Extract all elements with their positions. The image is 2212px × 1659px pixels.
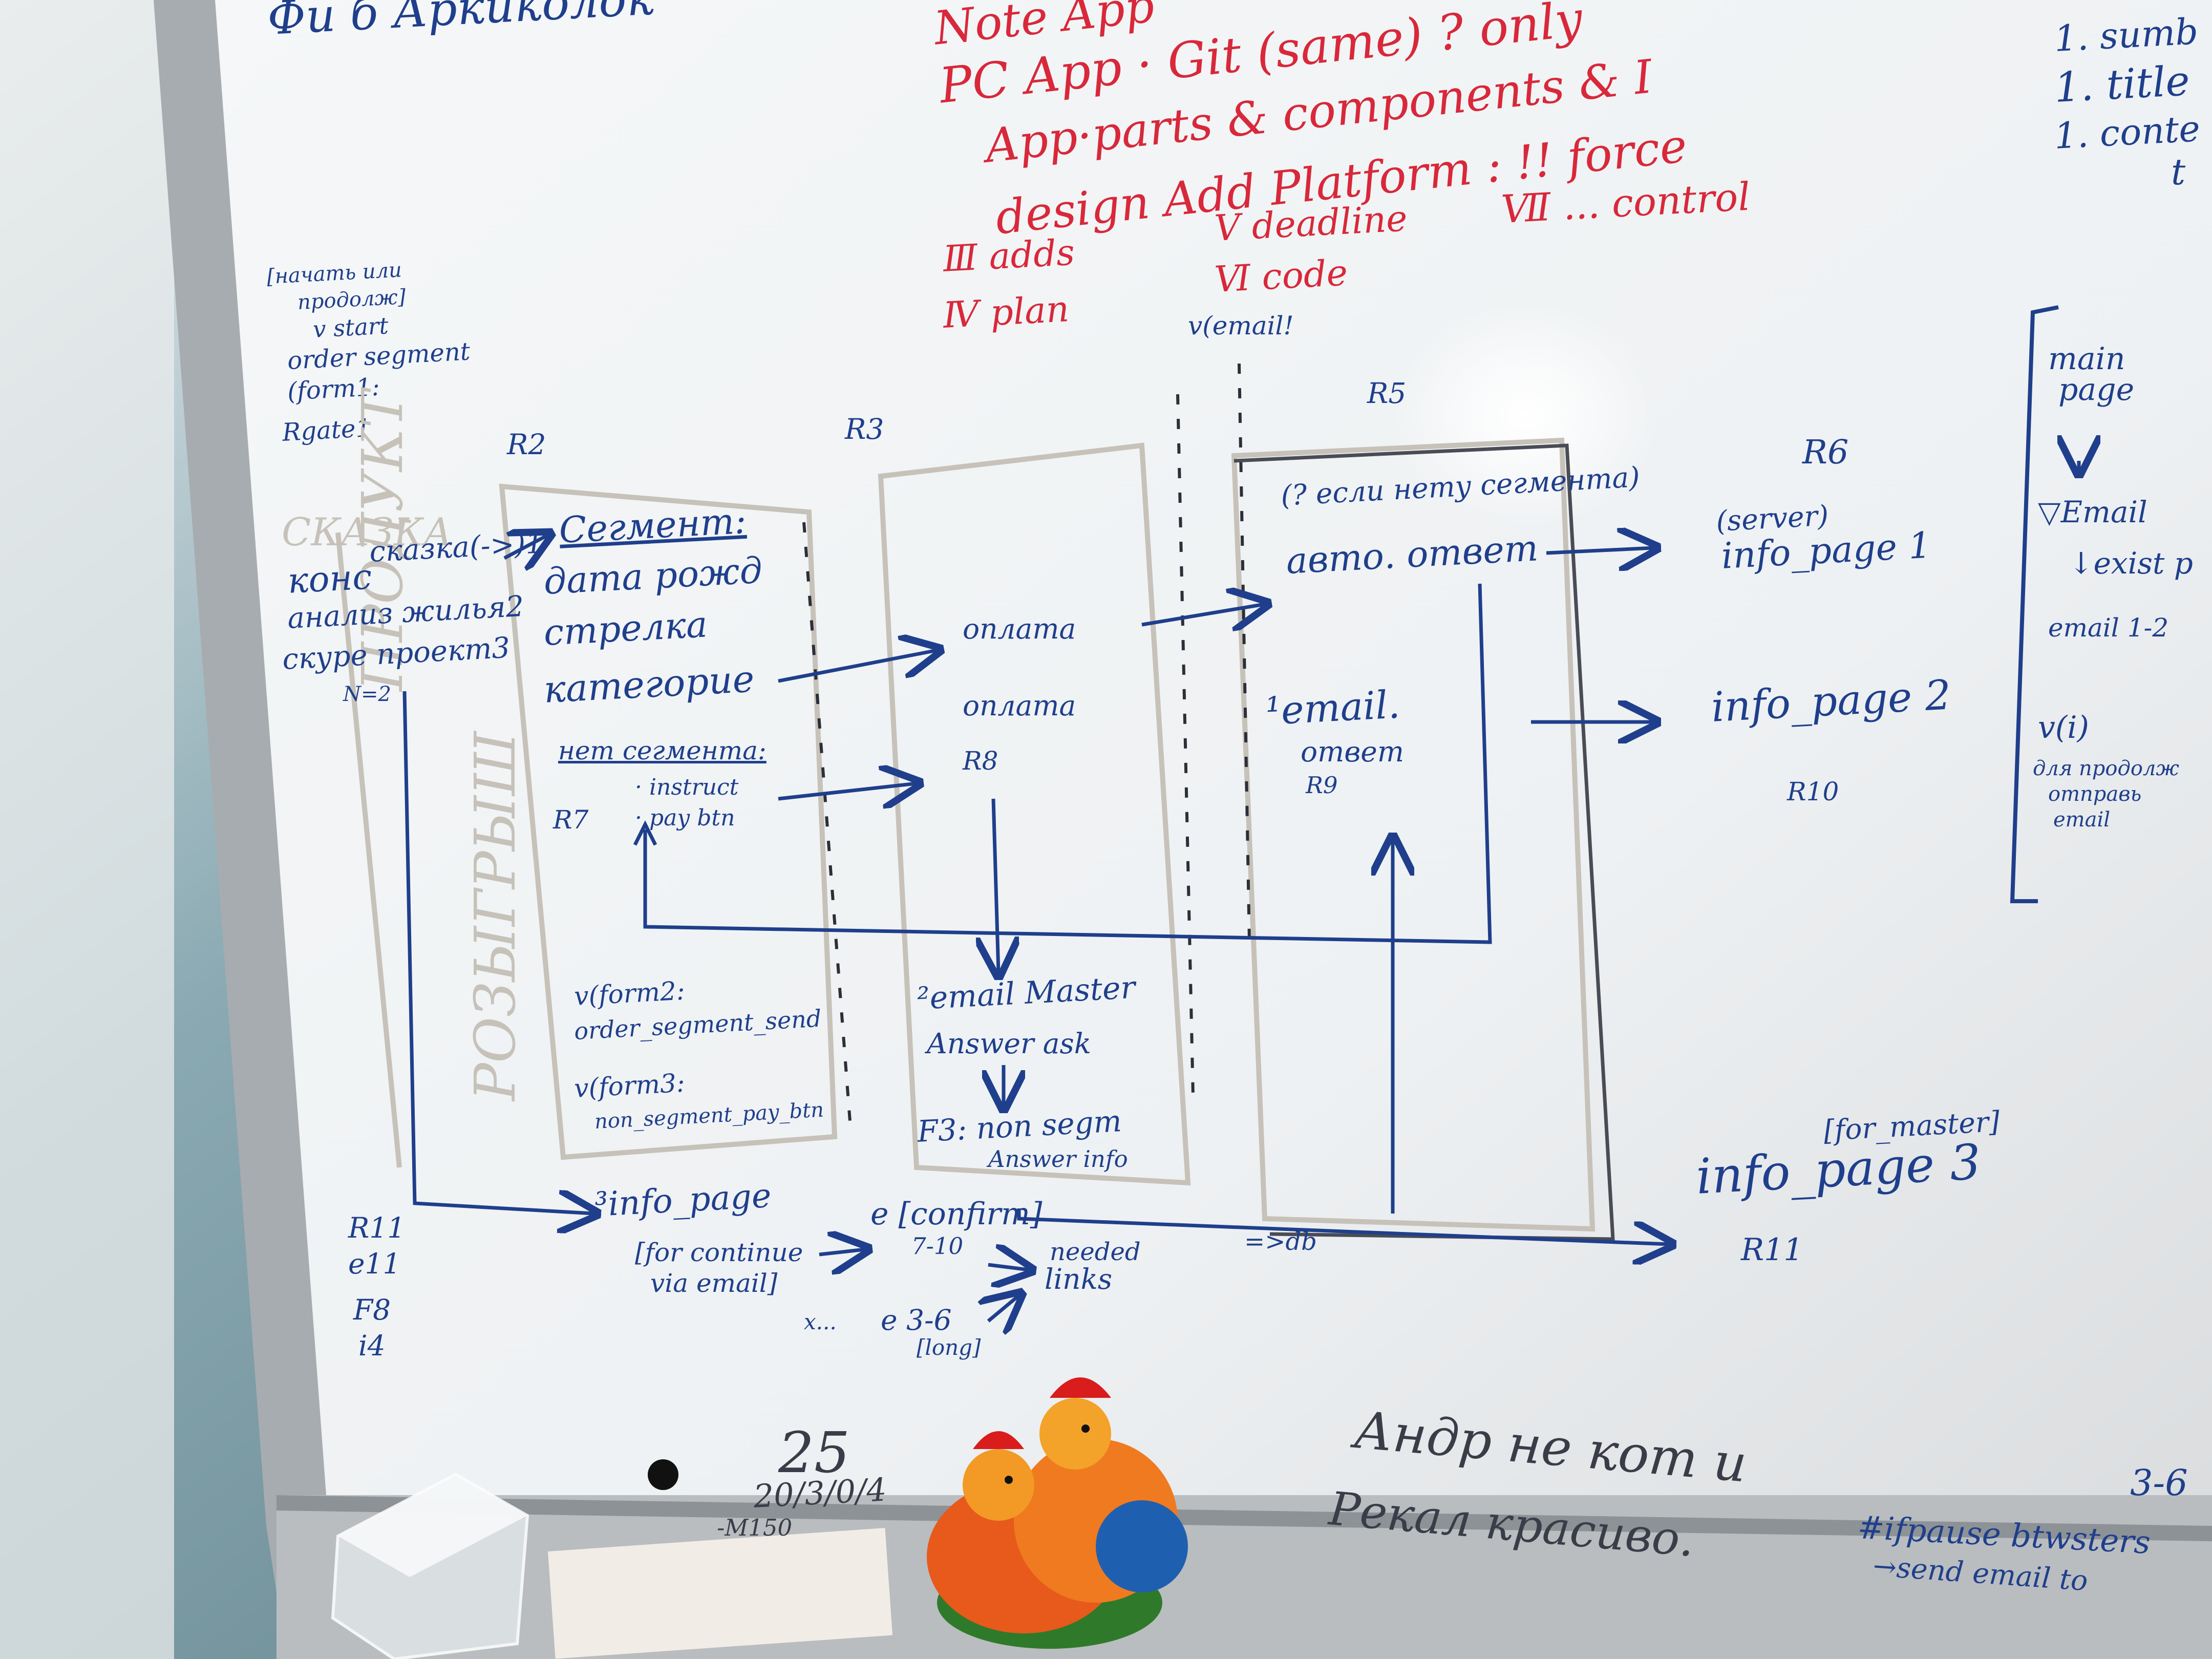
date-line: 20/3/0/4 [752,1471,888,1515]
confirm-4: links [1045,1263,1113,1295]
loop-arrowhead [633,820,657,846]
stage-r5: R5 [1367,377,1407,410]
right-list-2: 1. title [2053,57,2191,112]
form-3: v(form3: [573,1068,686,1103]
dotted-dividers [802,363,1251,1122]
left-block-1: конс [286,557,373,602]
date-sub: -M150 [717,1514,793,1541]
stage-r3: R3 [845,413,884,445]
bottom-left-1: R11 [348,1211,406,1244]
bottom-left-4: i4 [358,1329,386,1362]
bottom-info-1: ³info_page [593,1176,773,1224]
no-segment-item-2: · pay btn [635,805,735,831]
red-item-plan: Ⅳ plan [942,288,1070,336]
f3-2: Answer info [988,1145,1128,1173]
no-segment-item-1: · instruct [635,774,739,800]
right-list-4: t [2171,151,2186,193]
paper-on-wall [0,0,174,1659]
glass-cube [331,1473,529,1659]
right-list-3: 1. conte [2053,108,2201,157]
confirm-5: e 3-6 [881,1304,952,1336]
r5-reply: ответ [1301,735,1404,768]
right-flow-1: main [2048,341,2125,377]
stage-r6: R6 [1802,433,1849,472]
board-surface [215,0,2212,1659]
light-glare [1393,302,1659,527]
rooster-figurine [927,1377,1188,1649]
red-item-deadline: Ⅴ deadline [1213,197,1409,249]
right-flow-9: email [2053,808,2111,832]
right-list-1: 1. sumb [2053,10,2199,60]
segment-head: Сегмент: [558,499,748,551]
right-flow-3: ▽Email [2038,495,2147,529]
left-note-2: продолж] [296,285,407,314]
paper-note [547,1527,893,1659]
red-item-code: Ⅵ code [1213,251,1349,301]
payment-b: оплата [963,689,1076,722]
ghost-skazka: СКАЗКА [282,509,453,555]
r5-tag: R9 [1306,772,1338,799]
left-note-3: v start [312,312,389,343]
info3-tag: R11 [1741,1232,1803,1268]
confirm-3: needed [1050,1238,1141,1266]
payment-a: оплата [963,612,1076,645]
right-flow-5: email 1-2 [2048,613,2169,643]
tray-edge [276,1495,2212,1541]
right-flow-2: page [2058,372,2135,408]
no-segment-head: нет сегмента: [558,736,767,765]
ghost-boxes [335,437,1596,1232]
payment-tag: R8 [963,746,998,776]
stage-r2: R2 [507,428,546,461]
confirm-1: e [confirm] [870,1196,1043,1232]
segment-item-2: стрелка [542,603,709,654]
r6-tag: R10 [1787,777,1839,806]
right-flow-8: отправь [2048,782,2142,806]
loop-line [643,583,1492,944]
flow-arrows [402,461,2079,1321]
magnet-dot [648,1459,678,1490]
bottom-info-3: via email] [650,1268,778,1298]
red-item-adds: Ⅲ adds [942,231,1076,280]
db-label: =>db [1244,1227,1317,1256]
confirm-7: x... [804,1309,837,1334]
form-1: v(form2: [573,975,686,1011]
right-flow-7: для продолж [2033,757,2179,780]
bottom-info-2: [for continue [635,1238,803,1267]
right-flow-6: v(i) [2038,710,2089,746]
bottom-left-3: F8 [353,1293,391,1326]
bottom-left-2: e11 [348,1247,401,1280]
email-top: v(email! [1188,311,1294,341]
left-block-5: N=2 [343,683,391,706]
confirm-2: 7-10 [911,1232,964,1260]
no-segment-tag: R7 [553,805,589,835]
date-big: 25 [778,1420,850,1485]
confirm-6: [long] [917,1335,981,1360]
r5-email: ¹email. [1264,682,1401,734]
right-flow-4: ↓exist p [2069,546,2193,581]
bottom-right-3: 3-6 [2130,1462,2188,1504]
email-master-2: Answer ask [927,1027,1092,1060]
right-bracket [2010,305,2059,903]
ghost-rozygrysh: РОЗЫГРЫШ [462,731,528,1101]
